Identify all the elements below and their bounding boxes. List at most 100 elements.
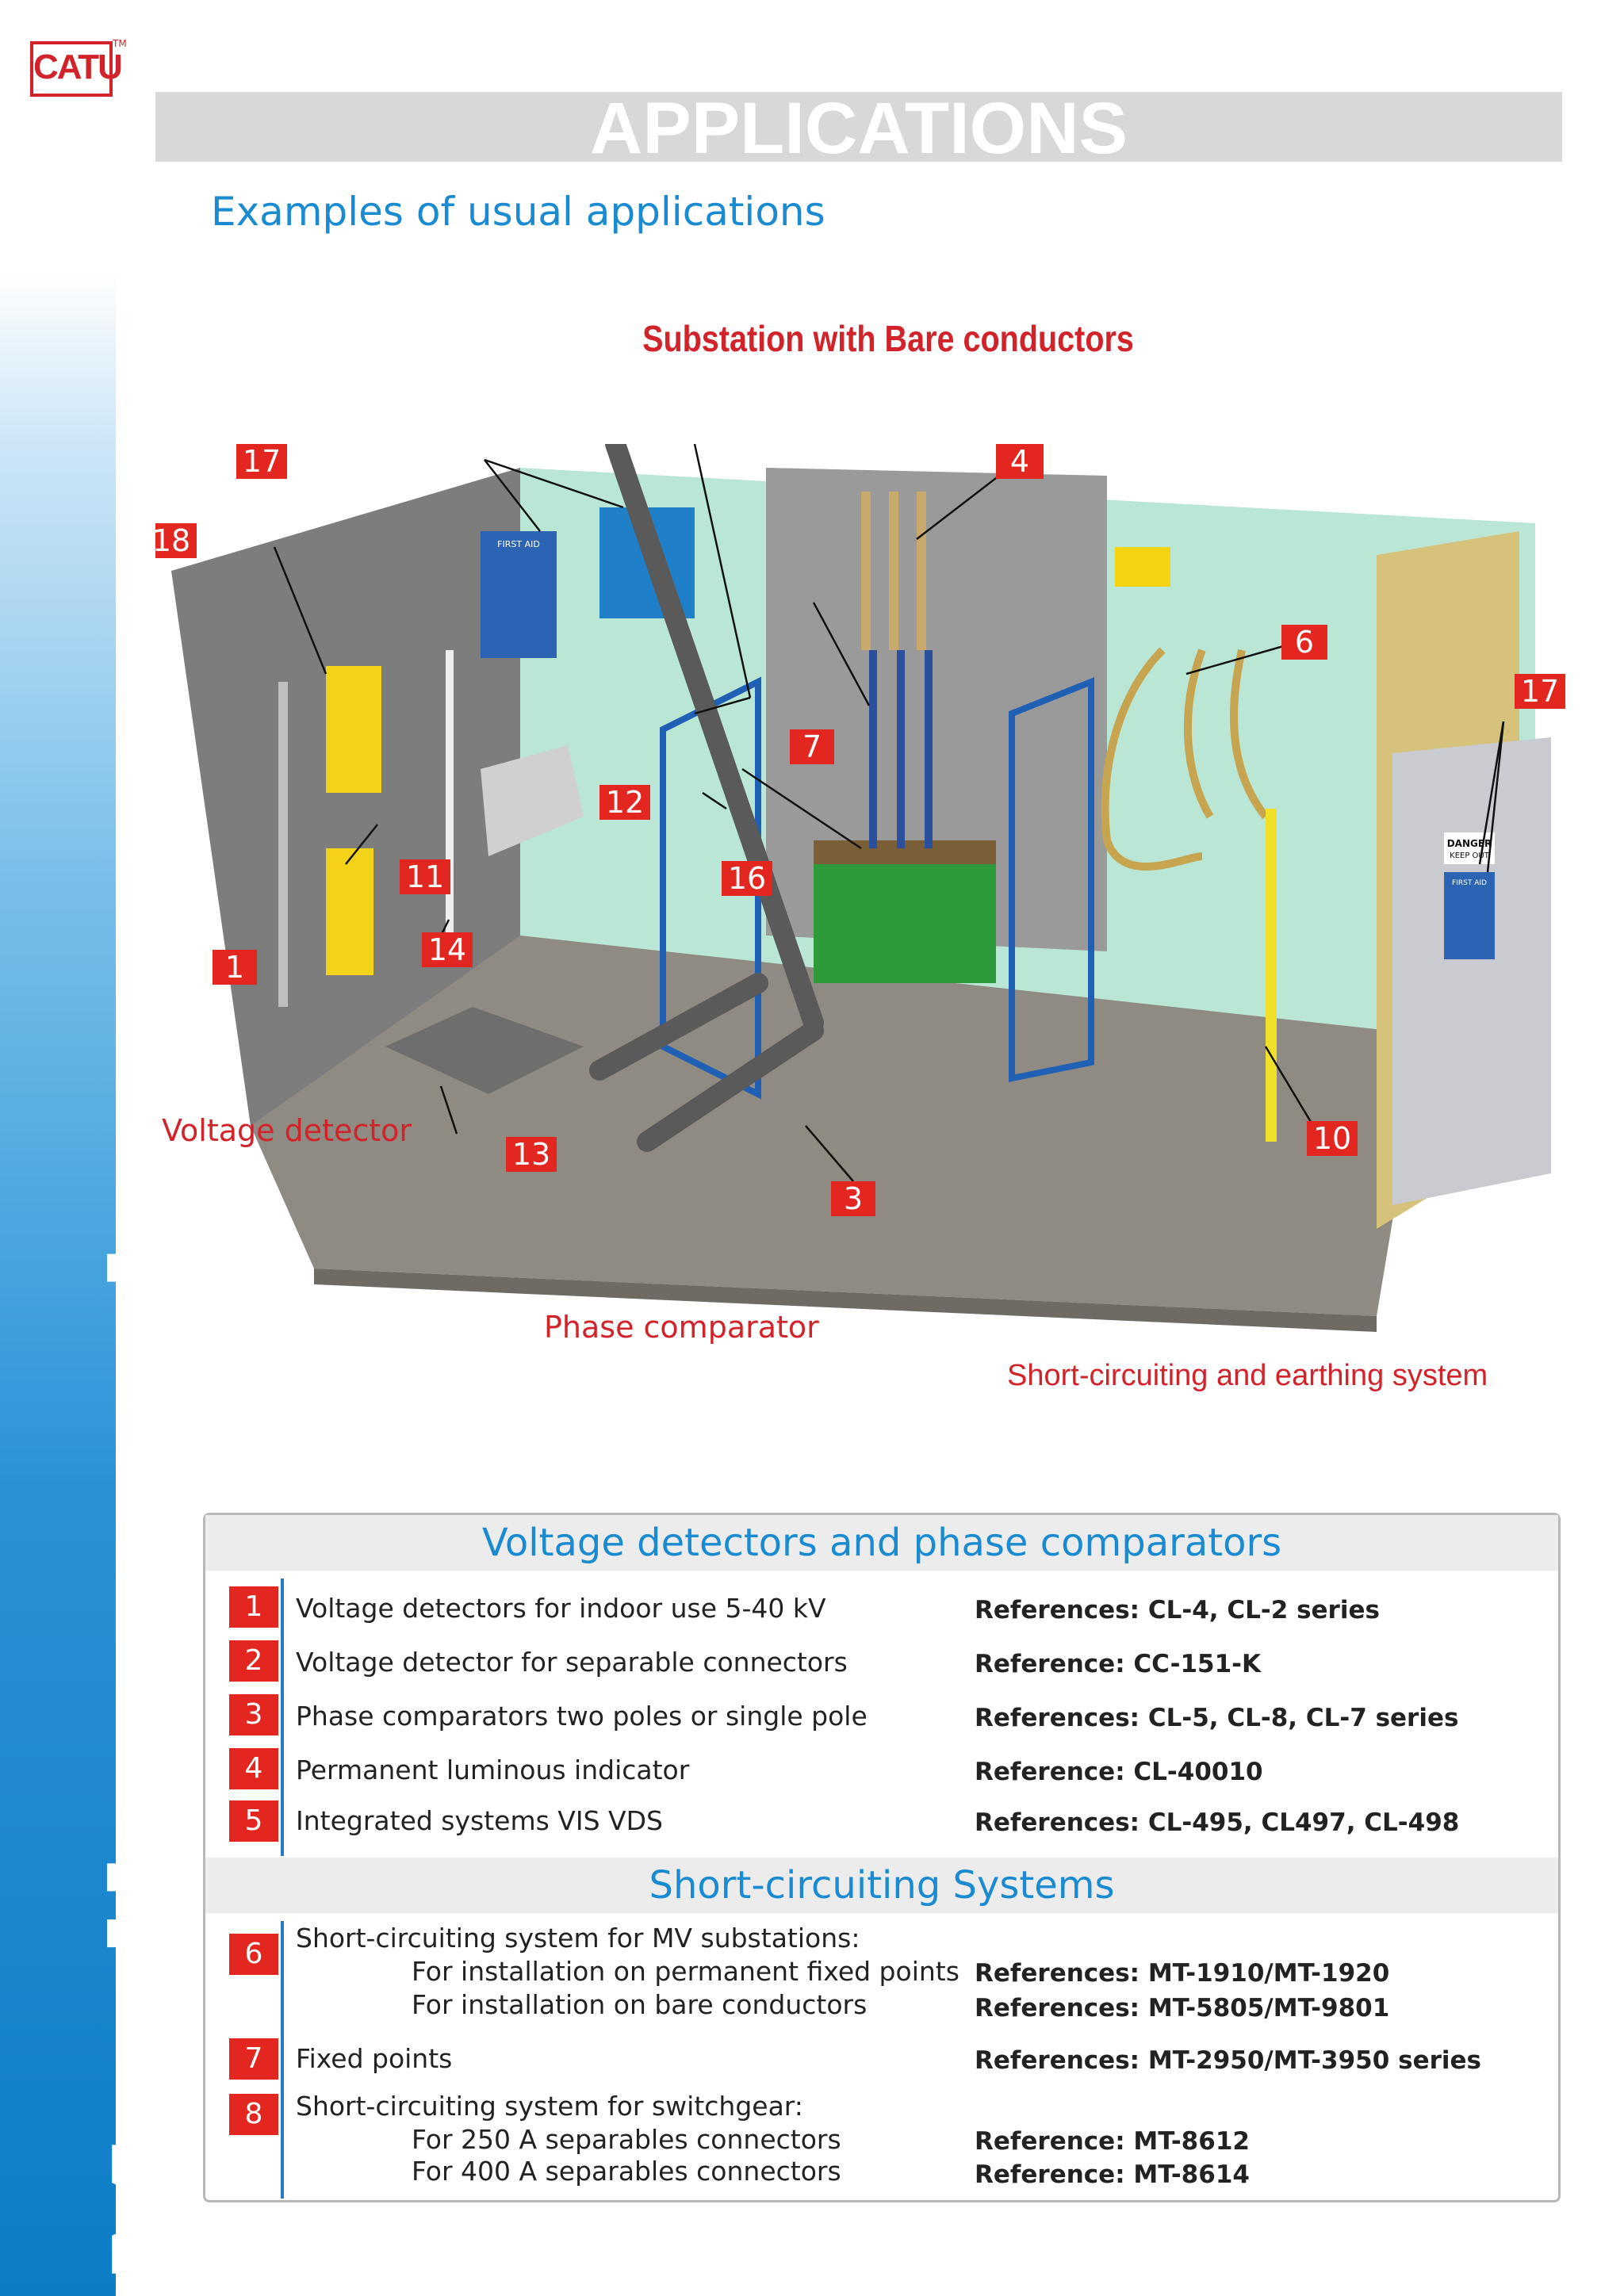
callout-16: 16 — [722, 861, 772, 896]
door-first-aid-text: FIRST AID — [1452, 879, 1487, 887]
callout-3: 3 — [831, 1181, 875, 1216]
page-subtitle: Examples of usual applications — [211, 189, 825, 235]
logo-trademark: TM — [113, 38, 127, 49]
svg-text:14: 14 — [428, 932, 466, 967]
svg-text:12: 12 — [606, 785, 644, 820]
door — [1392, 737, 1551, 1205]
insulating-mat — [385, 1007, 584, 1094]
svg-text:7: 7 — [802, 729, 822, 764]
row-number: 1 — [229, 1586, 278, 1628]
callout-6: 6 — [1281, 625, 1327, 660]
svg-text:18: 18 — [155, 523, 190, 558]
yellow-sign — [1115, 547, 1170, 587]
svg-text:6: 6 — [1295, 625, 1314, 660]
label-voltage-detector: Voltage detector — [162, 1113, 412, 1148]
first-aid-poster — [481, 531, 557, 658]
callout-7: 7 — [790, 729, 834, 764]
callout-4: 4 — [996, 444, 1044, 479]
row-number: 7 — [229, 2038, 278, 2080]
row-reference: References: MT-2950/MT-3950 series — [975, 2046, 1481, 2075]
row-sub-description: For installation on bare conductors — [412, 1989, 868, 2020]
callout-12: 12 — [599, 785, 650, 820]
row-reference: Reference: MT-8614 — [975, 2160, 1250, 2189]
row-reference: References: CL-495, CL497, CL-498 — [975, 1808, 1460, 1837]
svg-text:3: 3 — [844, 1181, 863, 1216]
section-voltage-detectors-title: Voltage detectors and phase comparators — [205, 1515, 1558, 1571]
logo-frame — [30, 41, 113, 97]
transformer — [814, 856, 996, 983]
poster-first-aid-text: FIRST AID — [497, 539, 540, 549]
earthing-cable-2 — [1183, 649, 1214, 819]
section-short-circuiting-title: Short-circuiting Systems — [205, 1858, 1558, 1913]
callout-13: 13 — [506, 1137, 557, 1172]
row-number: 6 — [229, 1934, 278, 1975]
svg-text:16: 16 — [728, 861, 766, 896]
svg-text:10: 10 — [1313, 1121, 1351, 1156]
row-reference: References: CL-5, CL-8, CL-7 series — [975, 1704, 1459, 1732]
danger-sign — [1444, 832, 1495, 864]
row-description: Fixed points — [296, 2043, 453, 2074]
center-panel — [766, 468, 1107, 951]
substation-illustration: DANGER KEEP OUT FIRST AID FIRST AID — [155, 444, 1565, 1332]
row-number: 8 — [229, 2094, 278, 2135]
row-reference: References: MT-1910/MT-1920 — [975, 1959, 1390, 1988]
floor — [251, 920, 1440, 1316]
door-first-aid-poster — [1444, 872, 1495, 959]
phase-comparator-pole-2 — [637, 1020, 824, 1152]
tool-holder — [326, 666, 381, 793]
callout-18: 18 — [155, 523, 197, 558]
callout-17-right: 17 — [1515, 674, 1565, 709]
callout-14: 14 — [422, 932, 473, 967]
callout-11: 11 — [400, 859, 450, 894]
svg-text:17: 17 — [1521, 674, 1559, 709]
row-description: Voltage detector for separable connector… — [296, 1647, 848, 1678]
svg-text:1: 1 — [225, 950, 244, 985]
label-short-circuiting: Short-circuiting and earthing system — [1007, 1359, 1488, 1392]
callout-1: 1 — [213, 950, 257, 985]
section2-divider — [281, 1921, 284, 2198]
row-description: Voltage detectors for indoor use 5-40 kV — [296, 1593, 826, 1624]
earthing-stick — [1266, 809, 1277, 1142]
section1-divider — [281, 1578, 284, 1856]
row-number: 2 — [229, 1640, 278, 1682]
phase-comparator-pole-1 — [589, 973, 768, 1081]
row-reference: Reference: CC-151-K — [975, 1650, 1262, 1678]
catu-logo: CATU TM — [30, 38, 127, 98]
insulating-pole — [446, 650, 454, 951]
row-sub-description: For installation on permanent fixed poin… — [412, 1956, 959, 1987]
row-number: 5 — [229, 1800, 278, 1842]
logo-text: CATU — [33, 48, 123, 86]
header-bar — [155, 92, 1562, 162]
svg-text:4: 4 — [1010, 444, 1029, 479]
row-reference: Reference: CL-40010 — [975, 1758, 1263, 1786]
earthing-cable-3 — [1230, 649, 1269, 820]
product-table: Voltage detectors and phase comparators … — [203, 1513, 1561, 2202]
yellow-case — [326, 848, 373, 975]
svg-text:17: 17 — [243, 444, 281, 479]
row-sub-description: For 400 A separables connectors — [412, 2156, 841, 2187]
diagram-title: Substation with Bare conductors — [642, 318, 1134, 359]
danger-sign-text: DANGER — [1447, 838, 1492, 849]
row-reference: References: MT-5805/MT-9801 — [975, 1994, 1390, 2022]
row-description: Short-circuiting system for switchgear: — [296, 2091, 803, 2122]
svg-text:11: 11 — [406, 859, 444, 894]
row-description: Permanent luminous indicator — [296, 1755, 690, 1785]
row-reference: Reference: MT-8612 — [975, 2127, 1250, 2156]
row-sub-description: For 250 A separables connectors — [412, 2124, 841, 2155]
label-phase-comparator: Phase comparator — [544, 1310, 819, 1345]
callout-10: 10 — [1307, 1121, 1358, 1156]
wall-bracket — [481, 745, 584, 856]
row-description: Phase comparators two poles or single po… — [296, 1701, 868, 1732]
voltage-detector-pole — [278, 682, 288, 1007]
earthing-cable-1 — [1101, 647, 1203, 871]
row-description: Short-circuiting system for MV substatio… — [296, 1923, 860, 1954]
leader-lines — [273, 444, 1505, 1182]
row-reference: References: CL-4, CL-2 series — [975, 1596, 1380, 1624]
callout-17-left: 17 — [236, 444, 287, 479]
page-title: APPLICATIONS — [589, 88, 1128, 169]
row-number: 3 — [229, 1694, 278, 1735]
row-number: 4 — [229, 1748, 278, 1789]
svg-text:13: 13 — [512, 1137, 550, 1172]
keep-out-text: KEEP OUT — [1450, 851, 1490, 860]
side-gradient-band — [0, 270, 116, 2296]
